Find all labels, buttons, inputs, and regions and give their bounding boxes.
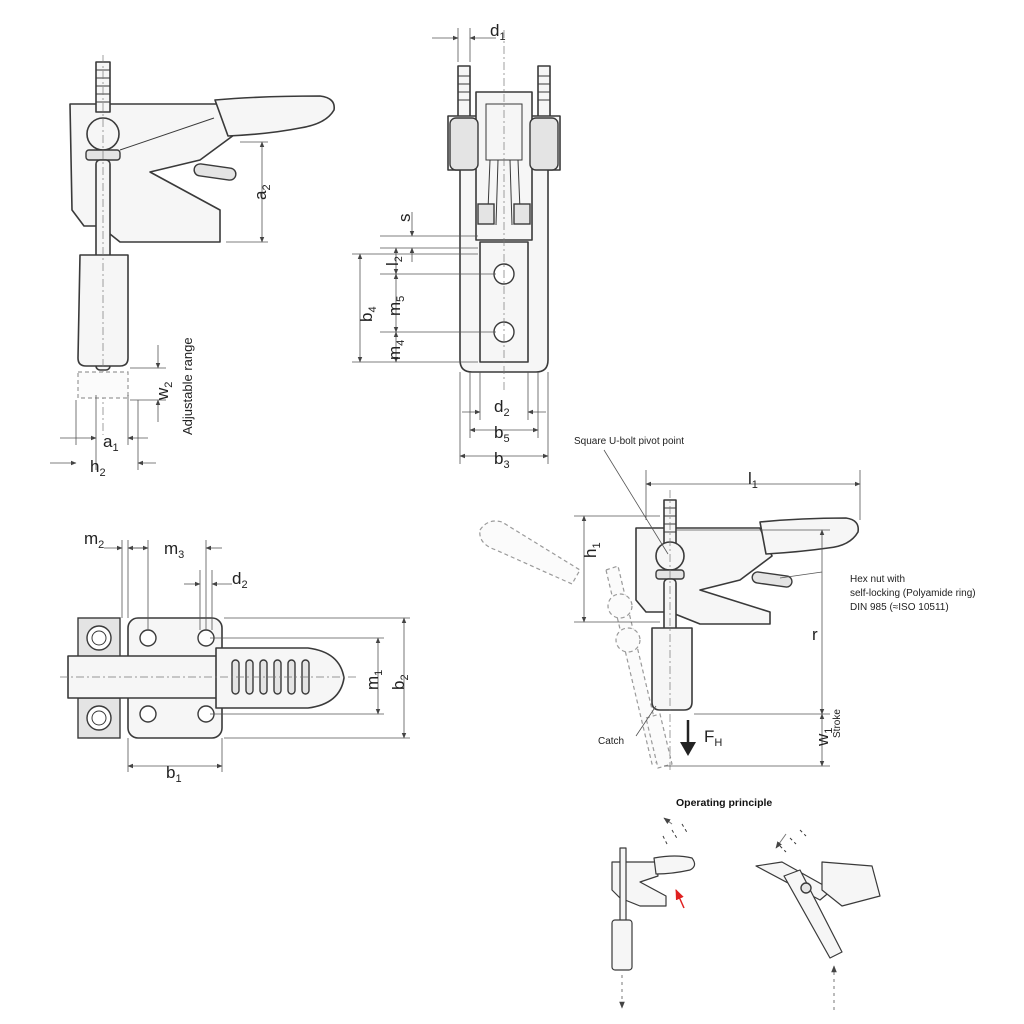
- dim-d2-front: d2: [494, 397, 510, 419]
- operating-principle-open: [755, 829, 881, 1010]
- dim-b5: b5: [494, 423, 510, 445]
- dim-b2: b2: [389, 674, 411, 690]
- dim-r: r: [812, 625, 818, 644]
- dim-b4: b4: [357, 306, 379, 322]
- dim-m2: m2: [84, 529, 104, 551]
- dim-h1: h1: [581, 542, 603, 558]
- dim-w1: w1: [813, 728, 835, 747]
- dim-s: s: [395, 214, 414, 223]
- hex-nut-label-line3: DIN 985 (≈ISO 10511): [850, 602, 949, 613]
- dim-l1: l1: [748, 469, 758, 491]
- stroke-label: Stroke: [832, 709, 843, 738]
- hex-nut-label-line1: Hex nut with: [850, 574, 905, 585]
- pivot-point-label: Square U-bolt pivot point: [574, 436, 684, 447]
- catch-label: Catch: [598, 736, 624, 747]
- side-view: [50, 55, 336, 470]
- dim-a1: a1: [103, 432, 119, 454]
- dim-w2: w2: [153, 382, 175, 401]
- hex-nut-label-line2: self-locking (Polyamide ring): [850, 588, 976, 599]
- front-view: [352, 28, 561, 464]
- top-view: [60, 540, 410, 772]
- dim-b1: b1: [166, 763, 182, 785]
- operating-principle-title: Operating principle: [676, 797, 772, 809]
- operating-principle-closed: [611, 817, 696, 1009]
- adjustable-range-label: Adjustable range: [180, 337, 195, 435]
- dim-d1: d1: [490, 21, 506, 43]
- dim-a2: a2: [251, 184, 273, 200]
- force-label: FH: [704, 727, 722, 749]
- operation-view: [479, 449, 861, 772]
- dim-m3: m3: [164, 539, 184, 561]
- dim-l2: l2: [383, 256, 405, 266]
- dim-h2: h2: [90, 457, 106, 479]
- dim-m5: m5: [385, 296, 407, 316]
- dim-d2-top: d2: [232, 569, 248, 591]
- dim-m4: m4: [385, 340, 407, 360]
- dim-m1: m1: [363, 670, 385, 690]
- dim-b3: b3: [494, 449, 510, 471]
